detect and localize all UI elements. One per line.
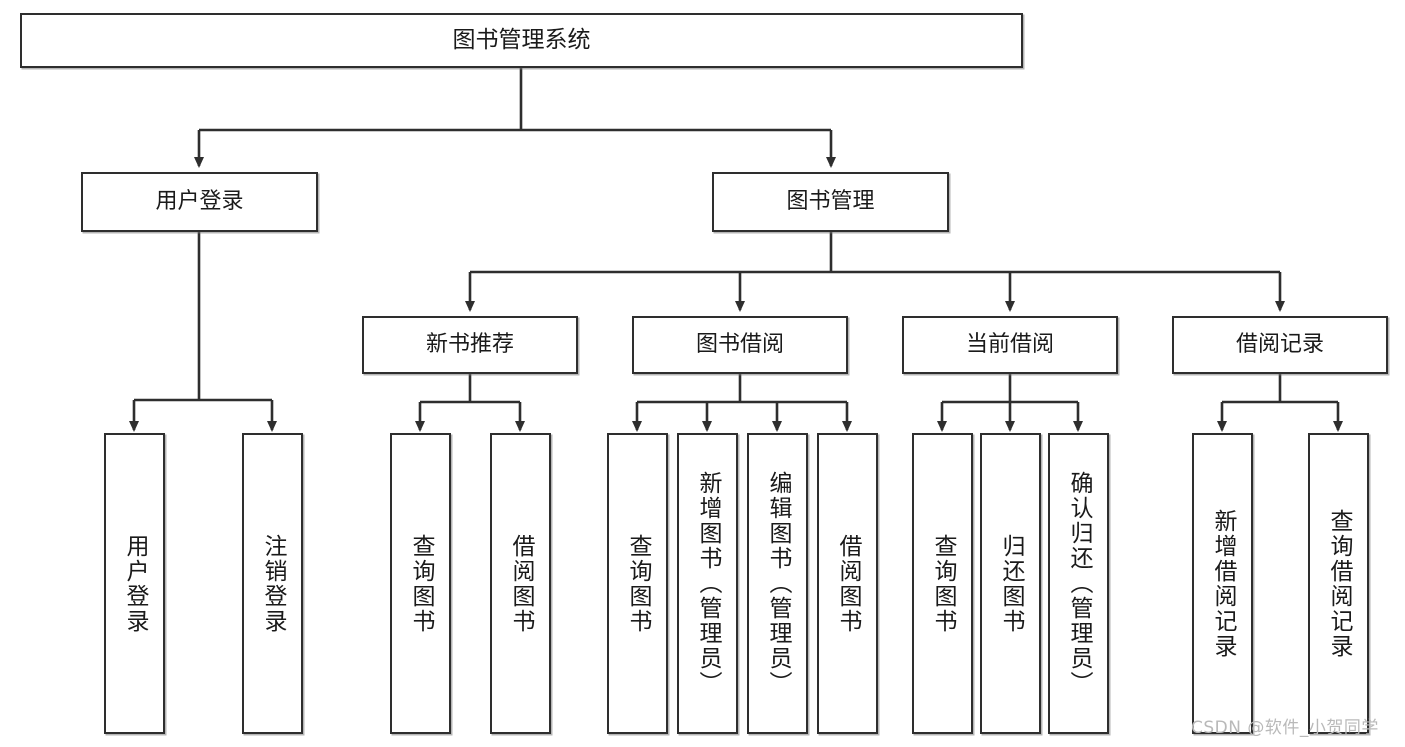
leaf-new-book-1[interactable]: 查询图书 bbox=[390, 433, 451, 734]
node-book-management[interactable]: 图书管理 bbox=[712, 172, 949, 232]
node-borrow-record[interactable]: 借阅记录 bbox=[1172, 316, 1388, 374]
leaf-new-book-2[interactable]: 借阅图书 bbox=[490, 433, 551, 734]
node-label: 图书管理系统 bbox=[452, 26, 591, 53]
leaf-book-borrow-1[interactable]: 查询图书 bbox=[607, 433, 668, 734]
node-label: 图书管理 bbox=[786, 189, 875, 215]
node-label: 查询借阅记录 bbox=[1326, 508, 1352, 659]
node-label: 查询图书 bbox=[625, 533, 651, 634]
leaf-current-borrow-2[interactable]: 归还图书 bbox=[980, 433, 1041, 734]
leaf-current-borrow-1[interactable]: 查询图书 bbox=[912, 433, 973, 734]
node-label: 借阅图书 bbox=[835, 533, 861, 634]
node-label: 确认归还（管理员） bbox=[1066, 471, 1092, 696]
node-user-login[interactable]: 用户登录 bbox=[81, 172, 318, 232]
leaf-borrow-record-1[interactable]: 新增借阅记录 bbox=[1192, 433, 1253, 734]
leaf-current-borrow-3[interactable]: 确认归还（管理员） bbox=[1048, 433, 1109, 734]
node-label: 查询图书 bbox=[930, 533, 956, 634]
leaf-book-borrow-4[interactable]: 借阅图书 bbox=[817, 433, 878, 734]
node-label: 查询图书 bbox=[408, 533, 434, 634]
node-new-book-recommend[interactable]: 新书推荐 bbox=[362, 316, 578, 374]
node-label: 用户登录 bbox=[155, 189, 244, 215]
csdn-watermark: CSDN @软件_小贺同学 bbox=[1191, 718, 1379, 738]
node-label: 注销登录 bbox=[260, 533, 286, 634]
leaf-borrow-record-2[interactable]: 查询借阅记录 bbox=[1308, 433, 1369, 734]
node-label: 新增借阅记录 bbox=[1210, 508, 1236, 659]
node-root-system[interactable]: 图书管理系统 bbox=[20, 13, 1023, 68]
node-label: 用户登录 bbox=[122, 533, 148, 634]
node-label: 新增图书（管理员） bbox=[695, 471, 721, 696]
node-label: 当前借阅 bbox=[965, 332, 1054, 358]
leaf-book-borrow-3[interactable]: 编辑图书（管理员） bbox=[747, 433, 808, 734]
leaf-user-login-1[interactable]: 用户登录 bbox=[104, 433, 165, 734]
leaf-user-login-2[interactable]: 注销登录 bbox=[242, 433, 303, 734]
node-label: 归还图书 bbox=[998, 533, 1024, 634]
leaf-book-borrow-2[interactable]: 新增图书（管理员） bbox=[677, 433, 738, 734]
node-label: 借阅记录 bbox=[1235, 332, 1324, 358]
node-current-borrow[interactable]: 当前借阅 bbox=[902, 316, 1118, 374]
node-label: 借阅图书 bbox=[508, 533, 534, 634]
node-label: 新书推荐 bbox=[425, 332, 514, 358]
node-label: 图书借阅 bbox=[695, 332, 784, 358]
node-book-borrow[interactable]: 图书借阅 bbox=[632, 316, 848, 374]
node-label: 编辑图书（管理员） bbox=[765, 471, 791, 696]
